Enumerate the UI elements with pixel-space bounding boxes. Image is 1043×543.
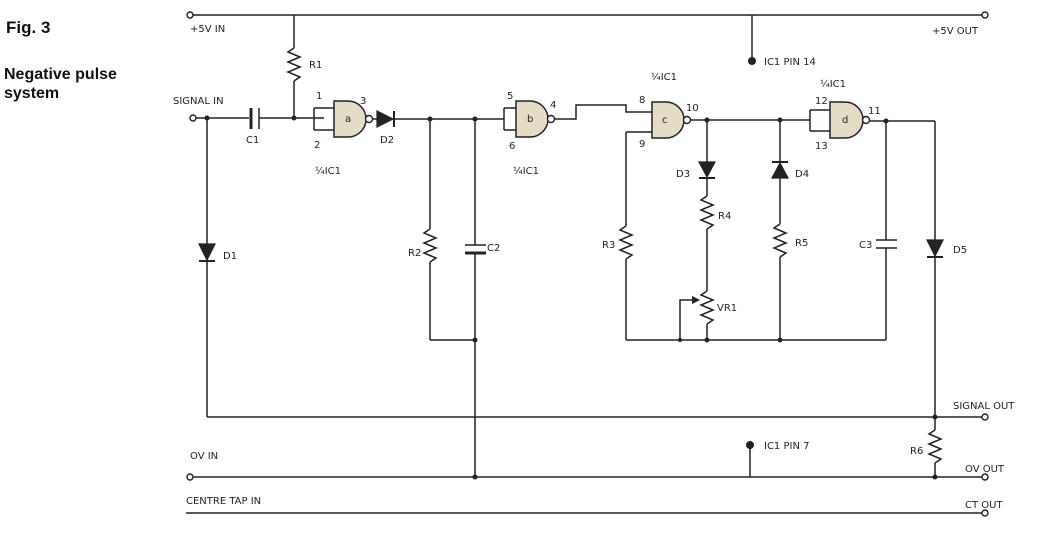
nand-gate-d: d [809,101,871,139]
ov-in-terminal[interactable] [186,473,194,481]
plus5v-out-label: +5V OUT [932,26,979,37]
c1-label: C1 [246,135,259,146]
svg-text:13: 13 [815,141,828,152]
plus5v-in-label: +5V IN [190,24,225,35]
ct-out-label: CT OUT [965,500,1003,511]
r6-label: R6 [910,446,923,457]
svg-text:c: c [662,115,668,126]
r5-label: R5 [795,238,808,249]
svg-text:12: 12 [815,96,828,107]
diode-d3 [698,161,716,179]
figure-caption: Negative pulse system [4,66,117,102]
svg-text:11: 11 [868,106,881,117]
ct-out-terminal[interactable] [981,509,989,517]
resistor-r5 [772,223,788,258]
ic1-pin7-node [746,441,754,449]
resistor-r3 [618,225,634,260]
plus5v-in-terminal[interactable] [186,11,194,19]
svg-text:2: 2 [314,140,320,151]
diode-d1 [198,243,216,262]
figure-number: Fig. 3 [6,18,51,37]
svg-text:9: 9 [639,139,645,150]
capacitor-c1 [249,108,260,129]
nand-gate-c: c [626,101,692,139]
nand-gate-a: a [313,100,374,138]
potentiometer-vr1 [699,290,715,325]
signal-in-terminal[interactable] [189,114,197,122]
d2-label: D2 [380,135,394,146]
d4-label: D4 [795,169,809,180]
resistor-r6 [927,429,943,464]
ov-rail [186,441,989,481]
gate-d-ic-label: ¼IC1 [820,78,846,90]
d5-label: D5 [953,245,967,256]
r1-label: R1 [309,60,322,71]
signal-in-label: SIGNAL IN [173,96,224,107]
svg-text:6: 6 [509,141,515,152]
svg-text:a: a [345,114,351,125]
resistor-r2 [422,228,438,263]
centre-tap-in-label: CENTRE TAP IN [186,496,261,507]
capacitor-c2 [465,244,486,255]
plus5v-out-terminal[interactable] [981,11,989,19]
capacitor-c3 [876,239,897,249]
r4-label: R4 [718,211,731,222]
ov-out-terminal[interactable] [981,473,989,481]
ic1-pin14-node [748,57,756,65]
diode-d4 [771,161,789,179]
svg-text:1: 1 [316,91,322,102]
diode-d5 [926,239,944,258]
signal-out-label: SIGNAL OUT [953,401,1015,412]
r2-label: R2 [408,248,421,259]
centre-tap-rail [186,509,989,517]
ov-in-label: OV IN [190,451,218,462]
svg-text:b: b [527,114,533,125]
diode-d2 [376,110,395,128]
resistor-r1 [286,47,302,82]
d1-label: D1 [223,251,237,262]
gate-a-ic-label: ¼IC1 [315,165,341,177]
nand-gate-b: b [503,100,556,138]
gate-b-ic-label: ¼IC1 [513,165,539,177]
r3-label: R3 [602,240,615,251]
vr1-label: VR1 [717,303,737,314]
svg-text:3: 3 [360,96,366,107]
c3-label: C3 [859,240,872,251]
ic1-pin7-label: IC1 PIN 7 [764,441,809,452]
gate-c-ic-label: ¼IC1 [651,71,677,83]
svg-text:5: 5 [507,91,513,102]
svg-text:d: d [842,115,848,126]
d3-label: D3 [676,169,690,180]
c2-label: C2 [487,243,500,254]
svg-text:8: 8 [639,95,645,106]
resistor-r4 [699,195,715,230]
ic1-pin14-label: IC1 PIN 14 [764,57,816,68]
signal-out-terminal[interactable] [981,413,989,421]
svg-text:4: 4 [550,100,556,111]
ov-out-label: OV OUT [965,464,1005,475]
svg-text:10: 10 [686,103,699,114]
plus5v-rail [186,11,989,65]
